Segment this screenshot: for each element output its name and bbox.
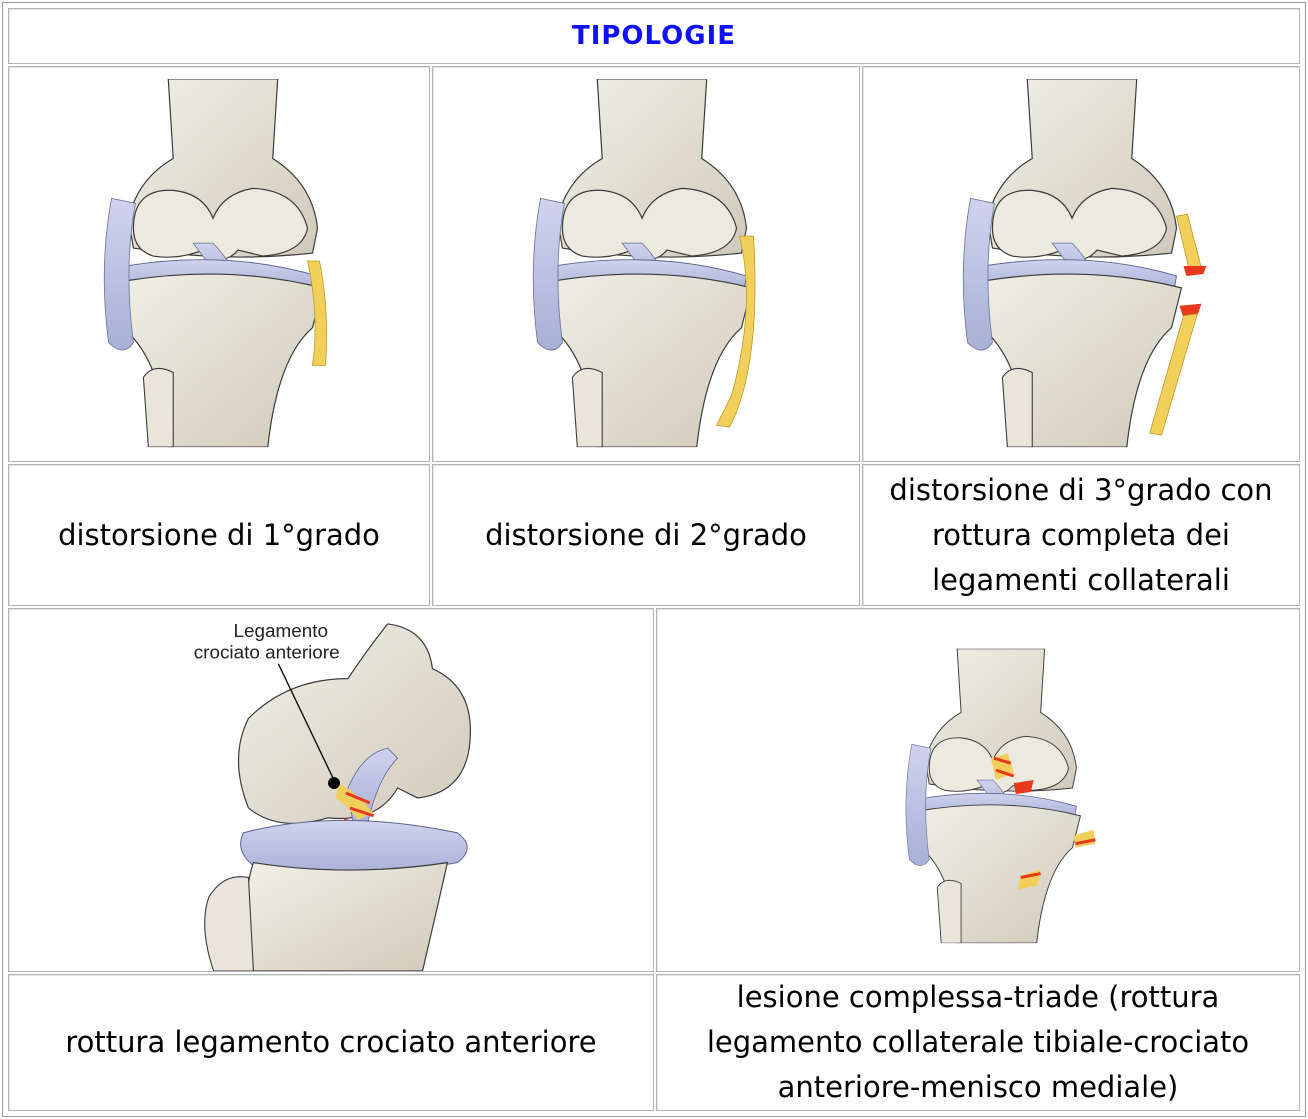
caption-grade3: distorsione di 3°grado con rottura compl…	[862, 464, 1300, 606]
caption-grade2: distorsione di 2°grado	[432, 464, 860, 606]
caption-text: distorsione di 3°grado con rottura compl…	[873, 468, 1289, 603]
acl-label-line1: Legamento	[234, 621, 328, 642]
title-cell: TIPOLOGIE	[8, 8, 1300, 64]
figure-image-grade3	[862, 66, 1300, 462]
caption-text: distorsione di 2°grado	[485, 513, 807, 558]
page-title: TIPOLOGIE	[572, 21, 736, 51]
knee-acl-illustration: Legamento crociato anteriore	[9, 609, 653, 971]
acl-label-line2: crociato anteriore	[194, 643, 340, 664]
caption-text: lesione complessa-triade (rottura legame…	[667, 975, 1289, 1110]
caption-triad: lesione complessa-triade (rottura legame…	[656, 974, 1300, 1111]
figure-image-triad	[656, 608, 1300, 972]
caption-text: distorsione di 1°grado	[58, 513, 380, 558]
knee-grade1-illustration	[9, 67, 429, 461]
upper-rupture-mark	[1183, 266, 1206, 276]
knee-triad-illustration	[657, 609, 1299, 971]
caption-acl: rottura legamento crociato anteriore	[8, 974, 654, 1111]
knee-grade3-illustration	[863, 67, 1299, 461]
figure-image-grade2	[432, 66, 860, 462]
caption-text: rottura legamento crociato anteriore	[65, 1020, 596, 1065]
figure-image-grade1	[8, 66, 430, 462]
upper-ligament-stump	[1177, 214, 1202, 271]
caption-grade1: distorsione di 1°grado	[8, 464, 430, 606]
figure-image-acl: Legamento crociato anteriore	[8, 608, 654, 972]
knee-grade2-illustration	[433, 67, 859, 461]
